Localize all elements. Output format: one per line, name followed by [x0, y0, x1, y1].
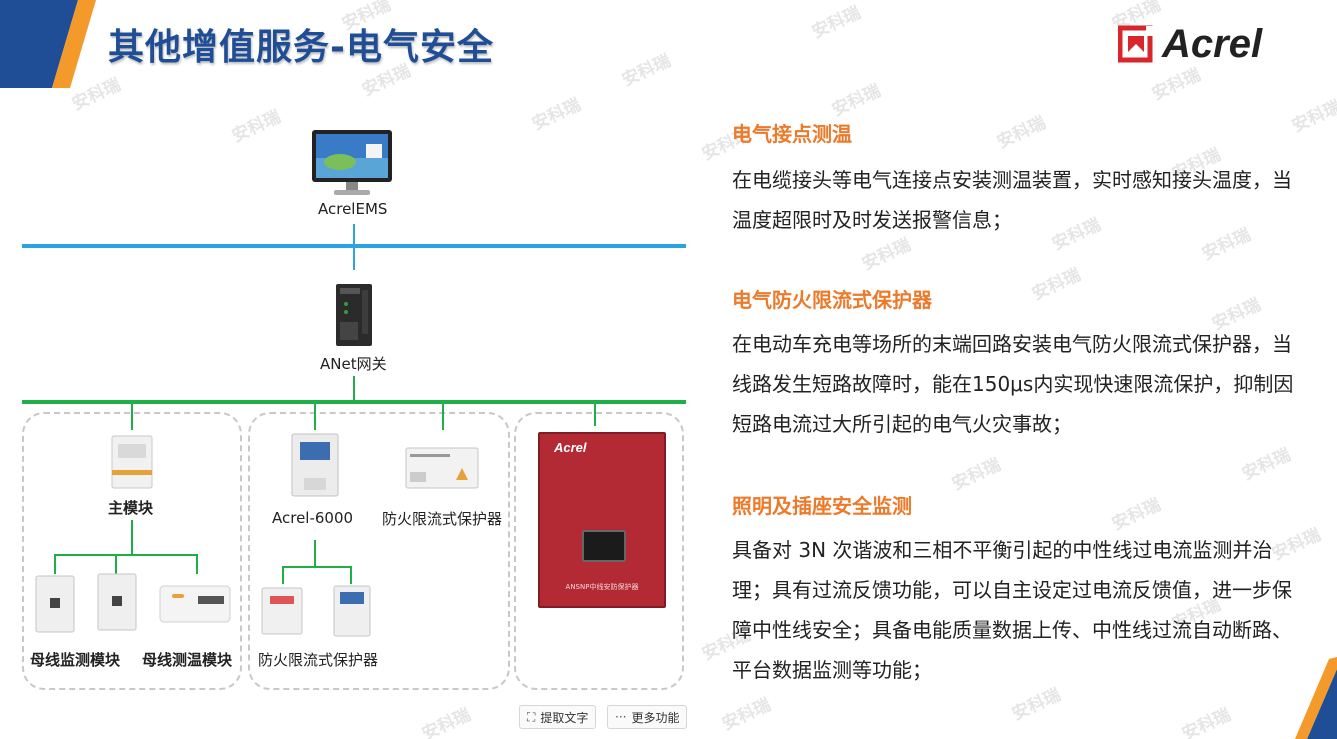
- busbar-monitor-device-icon-2: [97, 573, 137, 631]
- watermark-text: 安科瑞: [949, 454, 1004, 495]
- extract-text-label: 提取文字: [540, 710, 589, 725]
- section-title-current-limiter: 电气防火限流式保护器: [732, 288, 932, 312]
- link-protector-branch: [314, 540, 316, 566]
- ems-label: AcrelEMS: [318, 200, 388, 218]
- section-body-contact-temp: 在电缆接头等电气连接点安装测温装置，实时感知接头温度，当温度超限时及时发送报警信…: [732, 168, 1292, 232]
- branch-2: [115, 554, 117, 574]
- corner-decoration-top-left: [0, 0, 96, 88]
- busbar-monitor-device-icon: [35, 575, 75, 633]
- watermark-text: 安科瑞: [994, 112, 1049, 153]
- branch-3: [196, 554, 198, 574]
- more-dots-icon: ···: [615, 710, 627, 724]
- monitor-icon: [312, 130, 392, 195]
- more-functions-button[interactable]: ··· 更多功能: [607, 705, 688, 729]
- link-cabinet: [594, 402, 596, 426]
- acrel-logo-mark-icon: [1118, 25, 1156, 63]
- acrel6000-device-icon: [291, 433, 339, 497]
- protector-branch: [282, 566, 352, 568]
- cabinet-caption: ANSNP中线安防保护器: [565, 583, 639, 591]
- field-bus: [22, 400, 686, 404]
- watermark-text: 安科瑞: [619, 50, 674, 91]
- extract-text-button[interactable]: ⛶ 提取文字: [519, 705, 597, 729]
- system-diagram: AcrelEMS ANet网关 主模块 母线监测模块: [0, 100, 700, 700]
- branch-busbar: [54, 554, 198, 556]
- cabinet-screen: [582, 530, 626, 562]
- main-module-device-icon: [111, 435, 153, 489]
- cabinet-brand: Acrel: [554, 440, 587, 455]
- cabinet-group-box: [514, 412, 684, 690]
- gateway-label: ANet网关: [320, 355, 387, 373]
- protector-branch-1: [282, 566, 284, 584]
- link-bus-gateway: [353, 248, 355, 270]
- watermark-text: 安科瑞: [1029, 264, 1084, 305]
- watermark-text: 安科瑞: [809, 2, 864, 43]
- busbar-temp-label: 母线测温模块: [142, 651, 233, 669]
- protector-meter-icon: [333, 585, 371, 637]
- link-ems-bus: [353, 224, 355, 246]
- link-gateway-bus: [353, 376, 355, 402]
- protector-label-b: 防火限流式保护器: [258, 651, 379, 669]
- branch-1: [54, 554, 56, 574]
- section-title-contact-temp: 电气接点测温: [732, 122, 852, 146]
- watermark-text: 安科瑞: [1149, 64, 1204, 105]
- link-main-branches: [131, 520, 133, 554]
- main-module-label: 主模块: [108, 499, 154, 517]
- section-title-lighting-socket: 照明及插座安全监测: [732, 494, 912, 518]
- protector-device-icon-a: [405, 447, 479, 489]
- ethernet-bus: [22, 244, 686, 248]
- gateway-device-icon: [336, 284, 372, 346]
- section-body-lighting-socket: 具备对 3N 次谐波和三相不平衡引起的中性线过电流监测并治理；具有过流反馈功能，…: [732, 538, 1292, 682]
- watermark-text: 安科瑞: [1109, 494, 1164, 535]
- watermark-text: 安科瑞: [1239, 444, 1294, 485]
- protector-label-a: 防火限流式保护器: [382, 510, 503, 528]
- link-protector-a: [442, 402, 444, 430]
- more-functions-label: 更多功能: [631, 710, 680, 725]
- protector-branch-2: [350, 566, 352, 584]
- link-acrel6000: [314, 402, 316, 430]
- logo-text: Acrel: [1162, 22, 1263, 66]
- busbar-temp-device-icon: [159, 585, 231, 623]
- link-main-module: [131, 402, 133, 430]
- corner-decoration-bottom-right: [1295, 657, 1337, 739]
- watermark-text: 安科瑞: [419, 704, 474, 739]
- watermark-text: 安科瑞: [829, 80, 884, 121]
- acrel-logo: Acrel: [1118, 22, 1308, 66]
- section-body-current-limiter: 在电动车充电等场所的末端回路安装电气防火限流式保护器，当线路发生短路故障时，能在…: [732, 332, 1294, 436]
- busbar-monitor-label: 母线监测模块: [30, 651, 121, 669]
- protector-breaker-icon: [261, 587, 303, 635]
- protector-group-box: [248, 412, 510, 690]
- watermark-text: 安科瑞: [719, 694, 774, 735]
- page-title: 其他增值服务-电气安全: [108, 27, 494, 68]
- ansnp-cabinet-device: Acrel ANSNP中线安防保护器: [538, 432, 666, 608]
- watermark-text: 安科瑞: [1179, 704, 1234, 739]
- acrel6000-label: Acrel-6000: [272, 509, 354, 527]
- text-scan-icon: ⛶: [527, 709, 536, 724]
- watermark-text: 安科瑞: [1289, 96, 1337, 137]
